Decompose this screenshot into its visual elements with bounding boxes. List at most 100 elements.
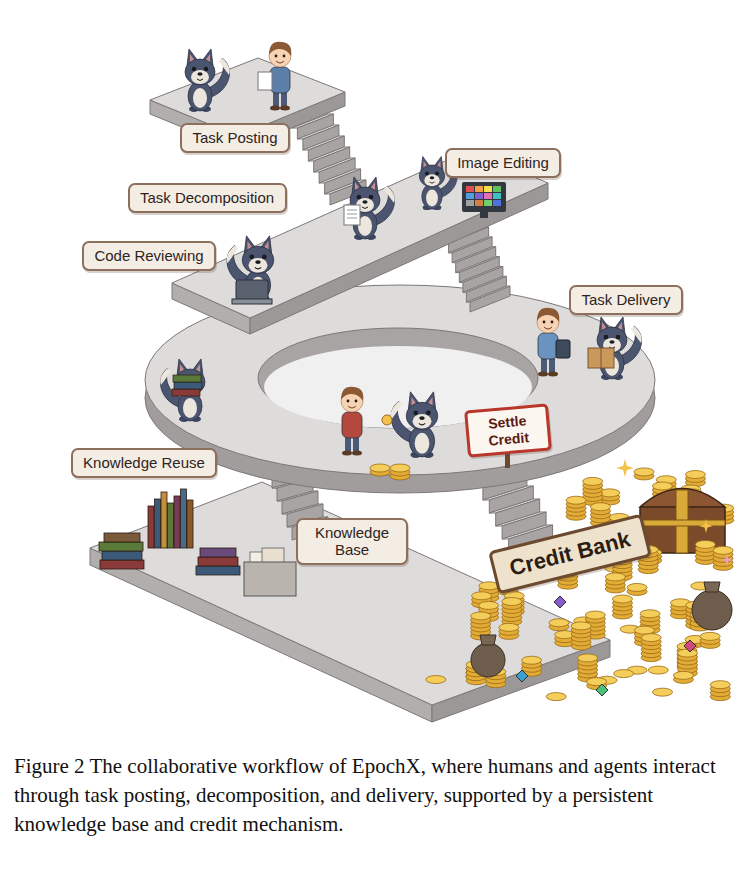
paper-sheet — [344, 205, 360, 225]
wolf-agent — [424, 174, 439, 186]
human-user — [544, 327, 552, 329]
coin — [390, 464, 410, 472]
parcel-box — [601, 348, 602, 368]
coin — [648, 666, 668, 674]
handshake-token — [382, 415, 392, 425]
coin — [710, 681, 730, 689]
wolf-agent — [255, 267, 261, 269]
coin — [426, 676, 446, 684]
human-user — [270, 67, 290, 93]
book — [187, 500, 193, 548]
human-user — [347, 400, 350, 403]
label-text: Credit Bank — [507, 527, 633, 581]
human-user — [273, 91, 279, 108]
monitor — [484, 193, 492, 199]
coin — [522, 656, 542, 664]
human-user — [538, 372, 548, 377]
human-user — [342, 451, 352, 456]
coin — [585, 611, 605, 619]
wolf-agent — [262, 254, 267, 259]
coin — [590, 503, 610, 511]
book-shelf — [99, 489, 240, 575]
figure-caption: Figure 2 The collaborative workflow of E… — [14, 752, 727, 839]
held-books — [172, 375, 202, 396]
coin — [634, 468, 654, 476]
monitor — [480, 212, 488, 218]
coin — [612, 595, 632, 603]
wolf-agent — [369, 195, 374, 200]
human-user — [280, 106, 290, 111]
wolf-agent — [426, 410, 431, 415]
label-text: Task Delivery — [581, 291, 670, 308]
label-tag: Task Posting — [180, 123, 290, 153]
wolf-agent — [185, 59, 215, 85]
laptop — [232, 280, 272, 304]
human-user — [342, 412, 362, 438]
gem — [554, 596, 566, 608]
book — [198, 557, 238, 566]
wolf-agent — [425, 171, 429, 175]
human-user — [543, 321, 546, 324]
human-user — [548, 372, 558, 377]
tablet — [556, 340, 570, 358]
coin — [695, 540, 715, 548]
label-tag: Task Delivery — [569, 285, 683, 315]
wolf-agent — [362, 207, 368, 209]
coin — [652, 482, 672, 490]
laptop — [236, 280, 268, 300]
wolf-agent — [406, 402, 438, 429]
wooden-sign: Credit Bank — [488, 514, 652, 595]
human-user — [352, 451, 362, 456]
monitor — [484, 200, 492, 206]
book — [196, 566, 240, 575]
human-user — [341, 387, 363, 401]
money-bags — [480, 635, 496, 645]
monitor — [466, 193, 474, 199]
monitor — [466, 186, 474, 192]
coin — [677, 649, 697, 657]
parcel-box — [588, 348, 614, 368]
wolf-agent — [384, 186, 395, 203]
coin — [549, 619, 569, 627]
book — [100, 560, 144, 569]
label-text: Task Posting — [192, 129, 277, 146]
money-bags — [471, 582, 732, 677]
file-box — [244, 562, 296, 596]
human-user — [341, 387, 363, 456]
monitor — [462, 182, 506, 218]
book — [168, 503, 174, 548]
book — [200, 548, 236, 557]
paper-sheet — [344, 205, 360, 225]
monitor — [493, 186, 501, 192]
label-text: Knowledge Reuse — [83, 454, 205, 471]
money-bags — [704, 582, 720, 592]
monitor — [475, 193, 483, 199]
monitor — [475, 186, 483, 192]
held-books — [173, 375, 201, 382]
monitor — [493, 193, 501, 199]
human-user — [281, 91, 287, 108]
wolf-agent — [249, 254, 254, 259]
wolf-agent — [616, 335, 621, 340]
monitor — [462, 182, 506, 212]
human-user — [541, 357, 547, 374]
gem — [516, 670, 528, 682]
platform-top — [90, 482, 610, 705]
wolf-agent — [413, 410, 418, 415]
coins-small — [370, 464, 410, 480]
label-text: Image Editing — [457, 154, 549, 171]
book — [104, 533, 140, 542]
sparkle — [616, 459, 634, 477]
book — [102, 551, 142, 560]
coin — [587, 678, 607, 686]
treasure-chest — [640, 489, 725, 554]
human-user — [269, 42, 291, 56]
human-user — [538, 333, 558, 359]
wolf-agent — [357, 195, 362, 200]
wolf-agent — [631, 326, 642, 343]
wolf-agent — [192, 67, 197, 72]
parcel-box — [588, 348, 614, 368]
coin — [370, 464, 390, 472]
monitor — [493, 200, 501, 206]
wolf-agent — [419, 423, 425, 425]
